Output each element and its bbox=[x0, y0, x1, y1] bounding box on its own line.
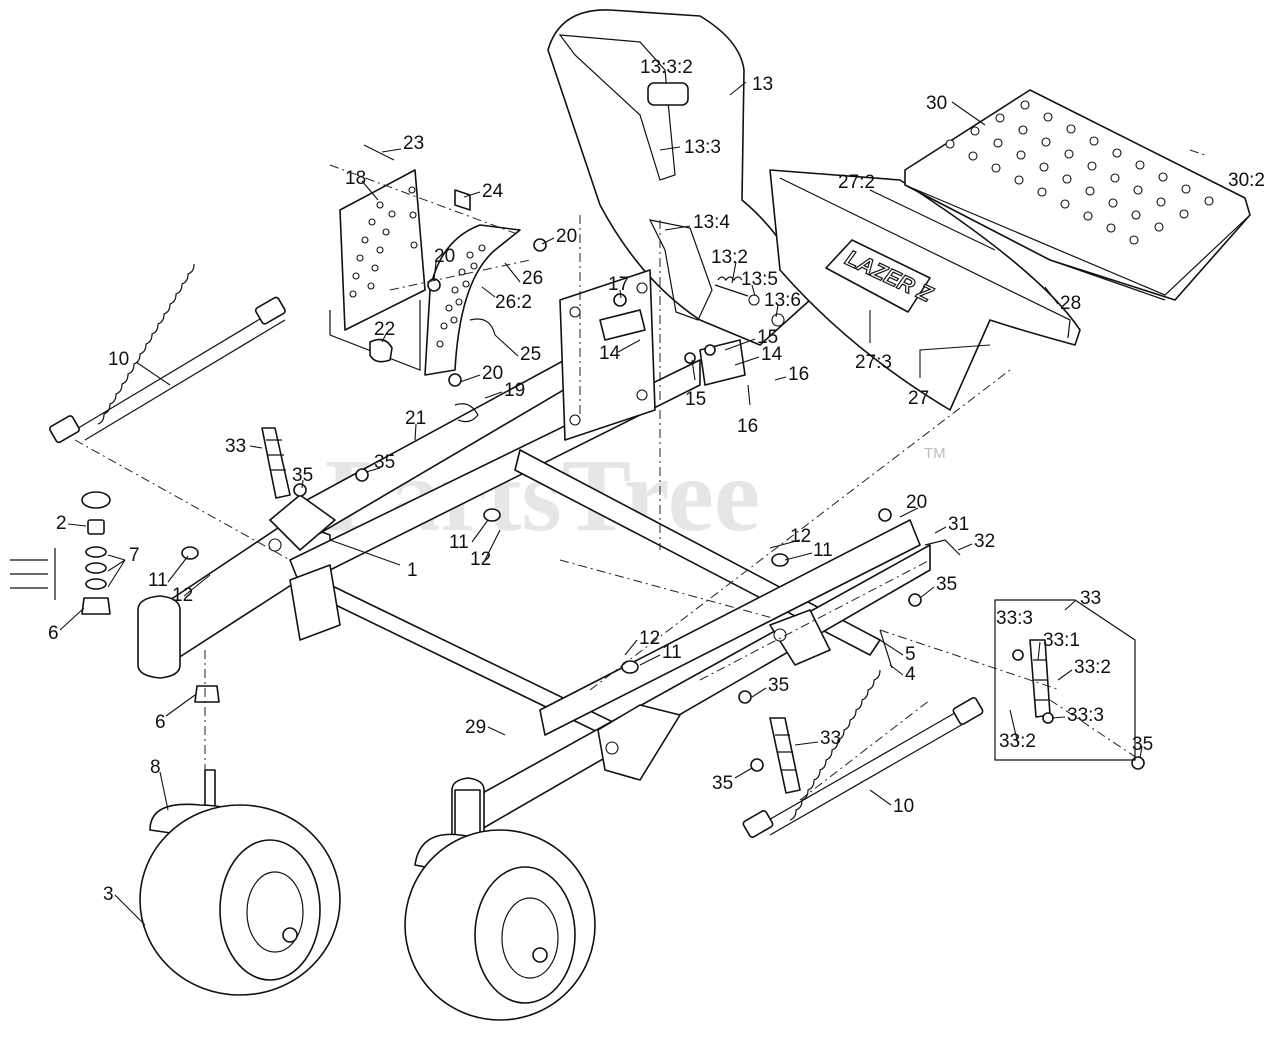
callout-label-33b: 33 bbox=[1080, 588, 1101, 609]
callout-label-35c: 35 bbox=[936, 574, 957, 595]
callout-label-13-2: 13:2 bbox=[711, 247, 748, 268]
callout-label-10a: 10 bbox=[108, 349, 129, 370]
callout-label-32: 32 bbox=[974, 531, 995, 552]
callout-label-12a: 12 bbox=[790, 526, 811, 547]
callout-label-33-3b: 33:3 bbox=[1067, 705, 1104, 726]
caster-wheel-right bbox=[404, 789, 596, 1021]
callout-label-24: 24 bbox=[482, 181, 504, 202]
caster-wheel-left bbox=[139, 769, 341, 996]
callout-label-35b: 35 bbox=[292, 465, 313, 486]
floor-pan-27: LAZER Z bbox=[769, 169, 1081, 411]
spacers-and-bolts bbox=[363, 144, 547, 387]
callout-label-20c: 20 bbox=[482, 363, 503, 384]
callout-label-15a: 15 bbox=[757, 327, 778, 348]
callout-label-20a: 20 bbox=[556, 226, 577, 247]
callout-label-33-2b: 33:2 bbox=[999, 731, 1036, 752]
callout-label-13-4: 13:4 bbox=[693, 212, 730, 233]
callout-label-35d: 35 bbox=[768, 675, 789, 696]
callout-label-27-2: 27:2 bbox=[838, 172, 875, 193]
callout-label-16b: 16 bbox=[737, 416, 758, 437]
callout-label-17: 17 bbox=[608, 274, 629, 295]
callout-label-11a: 11 bbox=[449, 532, 469, 553]
callout-label-13-3: 13:3 bbox=[684, 137, 721, 158]
callout-label-15b: 15 bbox=[685, 389, 706, 410]
callout-label-12c: 12 bbox=[172, 585, 193, 606]
callout-label-27: 27 bbox=[908, 388, 929, 409]
control-console-panel bbox=[547, 9, 811, 346]
callout-label-30-2: 30:2 bbox=[1228, 170, 1265, 191]
callout-label-35f: 35 bbox=[712, 773, 733, 794]
callout-label-6b: 6 bbox=[155, 712, 166, 733]
main-frame-1 bbox=[137, 269, 931, 863]
callout-label-10b: 10 bbox=[893, 796, 914, 817]
callout-label-3: 3 bbox=[103, 884, 114, 905]
callout-label-33a: 33 bbox=[225, 436, 246, 457]
callout-label-18: 18 bbox=[345, 168, 366, 189]
callout-label-33-2a: 33:2 bbox=[1074, 657, 1111, 678]
callout-label-16a: 16 bbox=[788, 364, 809, 385]
callout-label-4: 4 bbox=[905, 664, 916, 685]
callout-label-20d: 20 bbox=[906, 492, 927, 513]
callout-label-23: 23 bbox=[403, 133, 424, 154]
inset-box-33 bbox=[994, 599, 1136, 761]
callout-label-33-1: 33:1 bbox=[1043, 630, 1080, 651]
foot-plate-holes bbox=[945, 100, 1214, 245]
callout-label-26-2: 26:2 bbox=[495, 292, 532, 313]
callout-label-2: 2 bbox=[56, 513, 67, 534]
callout-label-21: 21 bbox=[405, 408, 426, 429]
callout-label-35a: 35 bbox=[374, 452, 395, 473]
callout-label-19: 19 bbox=[504, 380, 525, 401]
foot-plate-30 bbox=[904, 89, 1251, 301]
callout-label-5: 5 bbox=[905, 644, 916, 665]
callout-label-35e: 35 bbox=[1132, 734, 1153, 755]
tie-rod-lower-10 bbox=[742, 669, 984, 838]
seat-bracket-18 bbox=[329, 169, 426, 371]
callout-label-33-3a: 33:3 bbox=[996, 608, 1033, 629]
callout-label-11b: 11 bbox=[813, 540, 833, 561]
callout-label-13: 13 bbox=[752, 74, 773, 95]
callout-label-12d: 12 bbox=[639, 628, 660, 649]
callout-label-12b: 12 bbox=[470, 549, 491, 570]
tie-rod-upper-10 bbox=[49, 263, 286, 444]
callout-label-11c: 11 bbox=[148, 570, 168, 591]
callout-label-26: 26 bbox=[522, 268, 543, 289]
caster-hardware-stack bbox=[10, 491, 220, 703]
leader-lines bbox=[59, 81, 1143, 926]
callout-label-13-5: 13:5 bbox=[741, 269, 778, 290]
callout-label-29: 29 bbox=[465, 717, 486, 738]
callout-label-25: 25 bbox=[520, 344, 541, 365]
callout-label-31: 31 bbox=[948, 514, 969, 535]
callout-label-1: 1 bbox=[407, 560, 418, 581]
callout-label-7: 7 bbox=[129, 545, 140, 566]
callout-label-14b: 14 bbox=[761, 344, 783, 365]
callout-label-11d: 11 bbox=[662, 642, 682, 663]
grip-pad bbox=[647, 82, 689, 106]
callout-label-13-6: 13:6 bbox=[764, 290, 801, 311]
callout-label-28: 28 bbox=[1060, 293, 1081, 314]
callout-label-13-3-2: 13:3:2 bbox=[640, 57, 693, 78]
callout-label-30: 30 bbox=[926, 93, 947, 114]
callout-label-20b: 20 bbox=[434, 246, 455, 267]
watermark-trademark: TM bbox=[924, 445, 946, 462]
callout-label-8: 8 bbox=[150, 757, 161, 778]
linkage-hardware bbox=[181, 293, 1145, 794]
callout-label-27-3: 27:3 bbox=[855, 352, 892, 373]
seat-bracket-26 bbox=[424, 224, 521, 376]
callout-label-6a: 6 bbox=[48, 623, 59, 644]
callout-label-22: 22 bbox=[374, 319, 395, 340]
callout-label-33c: 33 bbox=[820, 728, 841, 749]
callout-label-14a: 14 bbox=[599, 343, 621, 364]
